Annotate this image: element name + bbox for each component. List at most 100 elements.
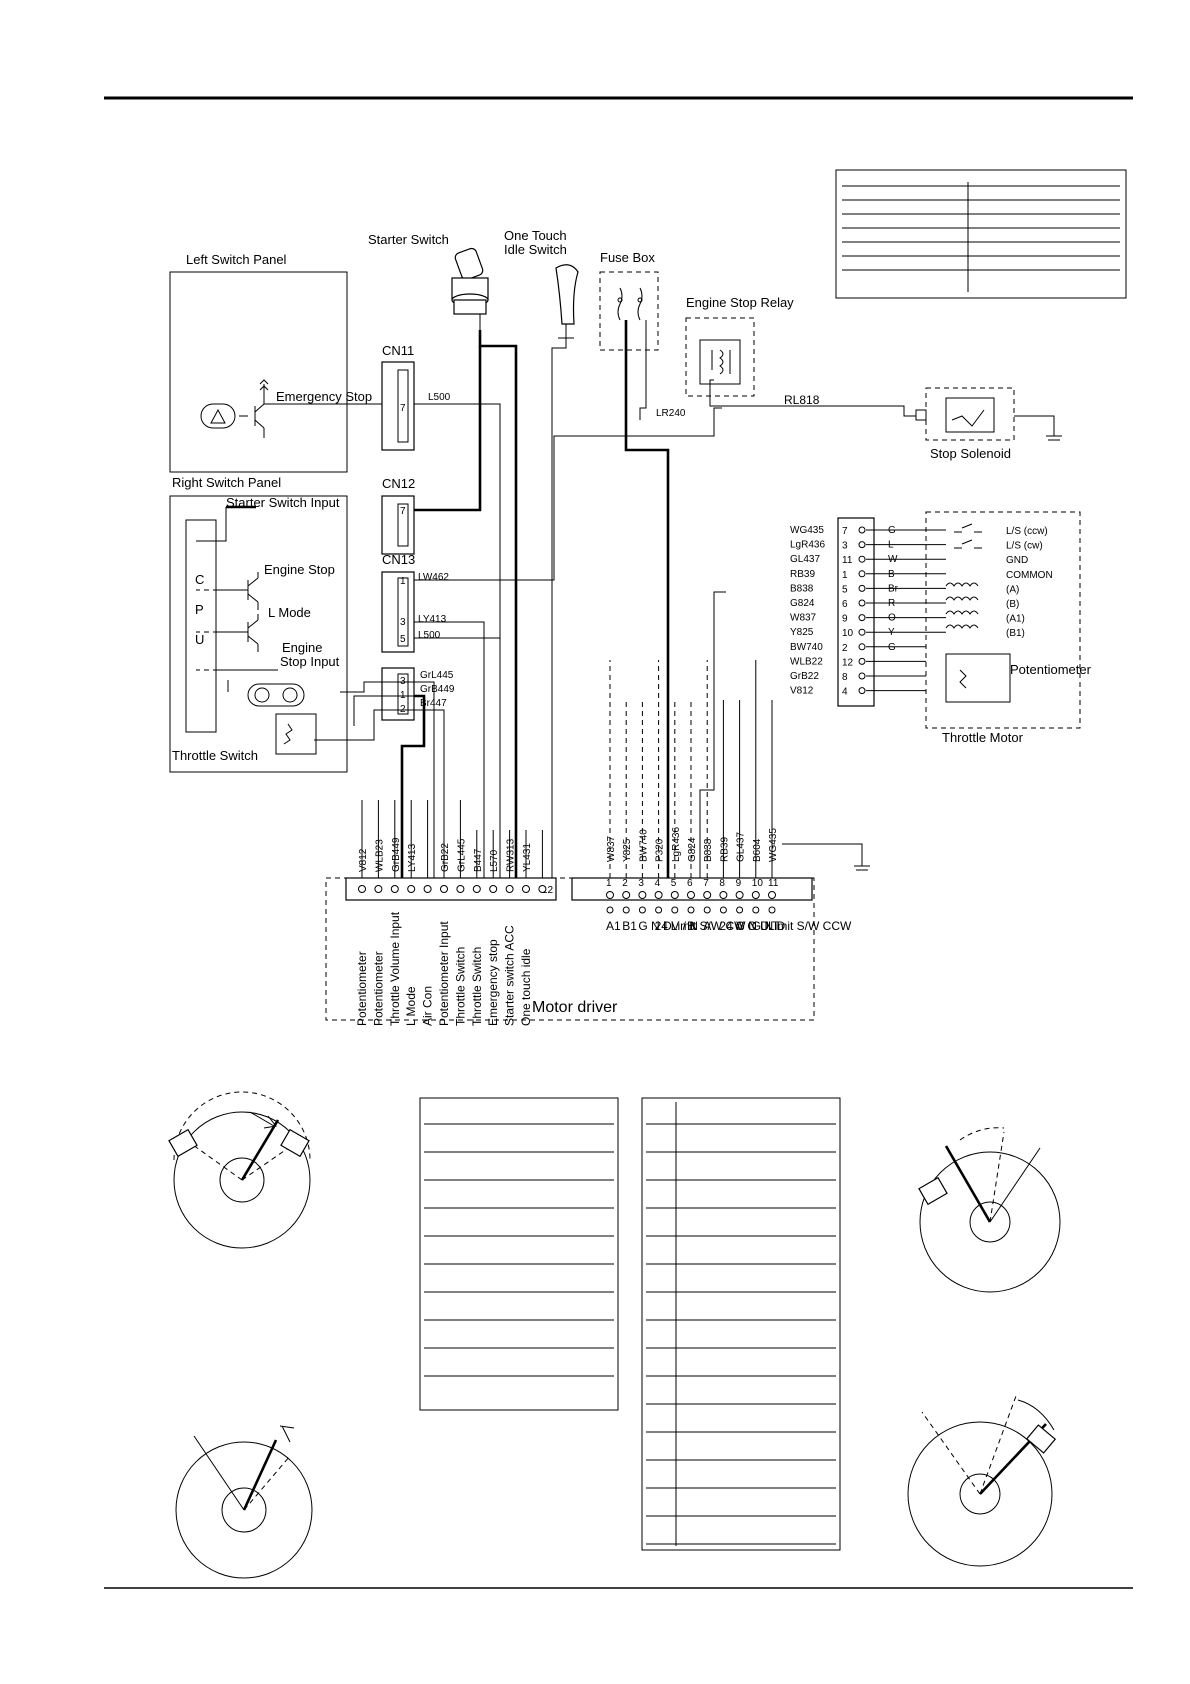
svg-text:Starter Switch: Starter Switch <box>368 232 449 247</box>
driver-right-pin-lower <box>703 906 711 914</box>
tm-desc-label: L/S (cw) <box>1006 541 1043 552</box>
tm-desc-label: (B1) <box>1006 628 1025 639</box>
tm-desc-label: (A1) <box>1006 614 1025 625</box>
throttle-motor: Potentiometer Throttle Motor <box>925 511 1092 745</box>
tm-desc-label: GND <box>1006 555 1028 566</box>
driver-right-function-label: Limit S/W CW <box>671 919 746 933</box>
tm-pin-label: 9 <box>842 614 848 625</box>
gauge-low-diagram <box>175 1425 313 1579</box>
svg-text:LR240: LR240 <box>656 408 686 419</box>
svg-text:Throttle Switch: Throttle Switch <box>172 748 258 763</box>
driver-left-function-label: Throttle Volume Input <box>388 911 402 1026</box>
driver-right-pin-label: 2 <box>622 878 628 889</box>
driver-right-function-label: G N D <box>752 919 786 933</box>
svg-text:LW462: LW462 <box>418 572 449 583</box>
svg-text:Right Switch Panel: Right Switch Panel <box>172 475 281 490</box>
driver-left-function-label: Potentiometer <box>371 951 385 1026</box>
svg-text:7: 7 <box>400 403 406 414</box>
driver-right-wire-label: G824 <box>687 837 698 862</box>
svg-text:CN13: CN13 <box>382 552 415 567</box>
tm-wire-label: Y825 <box>790 627 814 638</box>
cn12-connector: CN12 7 <box>381 476 415 555</box>
svg-text:Stop Solenoid: Stop Solenoid <box>930 446 1011 461</box>
driver-left-wire-label: L570 <box>489 849 500 872</box>
svg-text:Potentiometer: Potentiometer <box>1010 662 1092 677</box>
svg-text:One Touch: One Touch <box>504 228 567 243</box>
driver-right-function-label: A <box>703 919 711 933</box>
driver-right-pin <box>687 891 695 899</box>
driver-right-pin-label: 6 <box>687 878 693 889</box>
throttle-motor-connector <box>837 517 875 707</box>
driver-left-wire-label: V812 <box>358 848 369 872</box>
driver-right-wire-label: B838 <box>703 838 714 862</box>
driver-left-pin <box>407 885 416 893</box>
svg-text:CN11: CN11 <box>382 343 414 358</box>
legend-table <box>835 169 1127 299</box>
driver-right-pin-lower <box>752 906 760 914</box>
svg-text:Idle Switch: Idle Switch <box>504 242 567 257</box>
driver-right-pin <box>703 891 712 899</box>
driver-left-wire-label: LY413 <box>407 843 418 872</box>
tm-pin <box>858 570 866 578</box>
svg-text:Engine Stop: Engine Stop <box>264 562 335 577</box>
tm-desc-label: COMMON <box>1006 570 1053 581</box>
driver-right-pin-lower <box>671 906 679 914</box>
tm-pin <box>858 541 866 549</box>
svg-text:12: 12 <box>542 885 554 896</box>
cn11-connector: CN11 7 L500 <box>381 343 451 451</box>
driver-left-pin <box>440 885 448 893</box>
svg-text:Throttle Motor: Throttle Motor <box>942 730 1024 745</box>
driver-left-pin <box>522 885 530 893</box>
driver-right-function-label: B1 <box>622 919 637 933</box>
tm-pin <box>858 643 866 651</box>
tm-pin <box>858 628 866 636</box>
driver-right-pin <box>638 891 647 899</box>
driver-right-function-label: G N D <box>638 919 672 933</box>
left-switch-panel-label: Left Switch Panel <box>186 252 287 267</box>
wiring: LR240 RL818 <box>196 320 916 892</box>
svg-text:Engine Stop Relay: Engine Stop Relay <box>686 295 794 310</box>
driver-left-function-label: Starter switch ACC <box>503 925 517 1026</box>
svg-text:GrB449: GrB449 <box>420 684 455 695</box>
svg-text:Engine: Engine <box>282 640 322 655</box>
driver-left-function-label: Throttle Switch <box>453 947 467 1026</box>
driver-left-wire-label: RW313 <box>506 838 517 872</box>
lower-table-right <box>641 1097 841 1551</box>
driver-right-pin <box>719 891 728 899</box>
driver-right-wire-label: Y825 <box>622 838 633 862</box>
gauge-high-diagram <box>918 1127 1061 1293</box>
throttle-switch-knob <box>247 683 305 707</box>
lower-table-left <box>419 1097 619 1411</box>
driver-left-function-label: Emergency stop <box>486 939 500 1026</box>
driver-right-pin <box>654 891 663 899</box>
tm-wire-label: W837 <box>790 613 817 624</box>
svg-text:C: C <box>195 572 204 587</box>
tm-pin-label: 5 <box>842 584 848 595</box>
driver-right-pin-label: 10 <box>752 878 764 889</box>
tm-pin-label: 11 <box>842 555 853 566</box>
tm-wire-label: BW740 <box>790 642 823 653</box>
driver-right-pin-lower <box>606 906 614 914</box>
stop-solenoid: Stop Solenoid <box>915 387 1062 461</box>
svg-text:L Mode: L Mode <box>268 605 311 620</box>
driver-left-wire-label: B447 <box>473 848 484 872</box>
driver-right-pin-lower <box>622 906 630 914</box>
driver-right-function-label: 24 V / N <box>655 919 698 933</box>
driver-right-pin-lower <box>687 906 695 914</box>
tm-pin-label: 2 <box>842 643 848 654</box>
driver-left-pin <box>358 885 366 893</box>
driver-left-pin <box>538 885 547 893</box>
svg-text:3: 3 <box>400 617 406 628</box>
driver-left-function-label: One touch idle <box>519 948 533 1026</box>
tm-pin <box>858 614 866 622</box>
driver-right-wire-label: RB39 <box>719 837 730 862</box>
driver-right-pin <box>670 891 679 899</box>
driver-left-function-label: Potentiometer <box>355 951 369 1026</box>
tm-pin-label: 12 <box>842 657 854 668</box>
tm-wire-label: GrB22 <box>790 671 819 682</box>
driver-right-pin-lower <box>719 906 727 914</box>
tm-pin <box>858 555 866 563</box>
driver-right-function-label: B <box>687 919 695 933</box>
driver-right-wire-label: P320 <box>655 838 666 862</box>
driver-left-wire-label: GrL445 <box>456 838 467 872</box>
